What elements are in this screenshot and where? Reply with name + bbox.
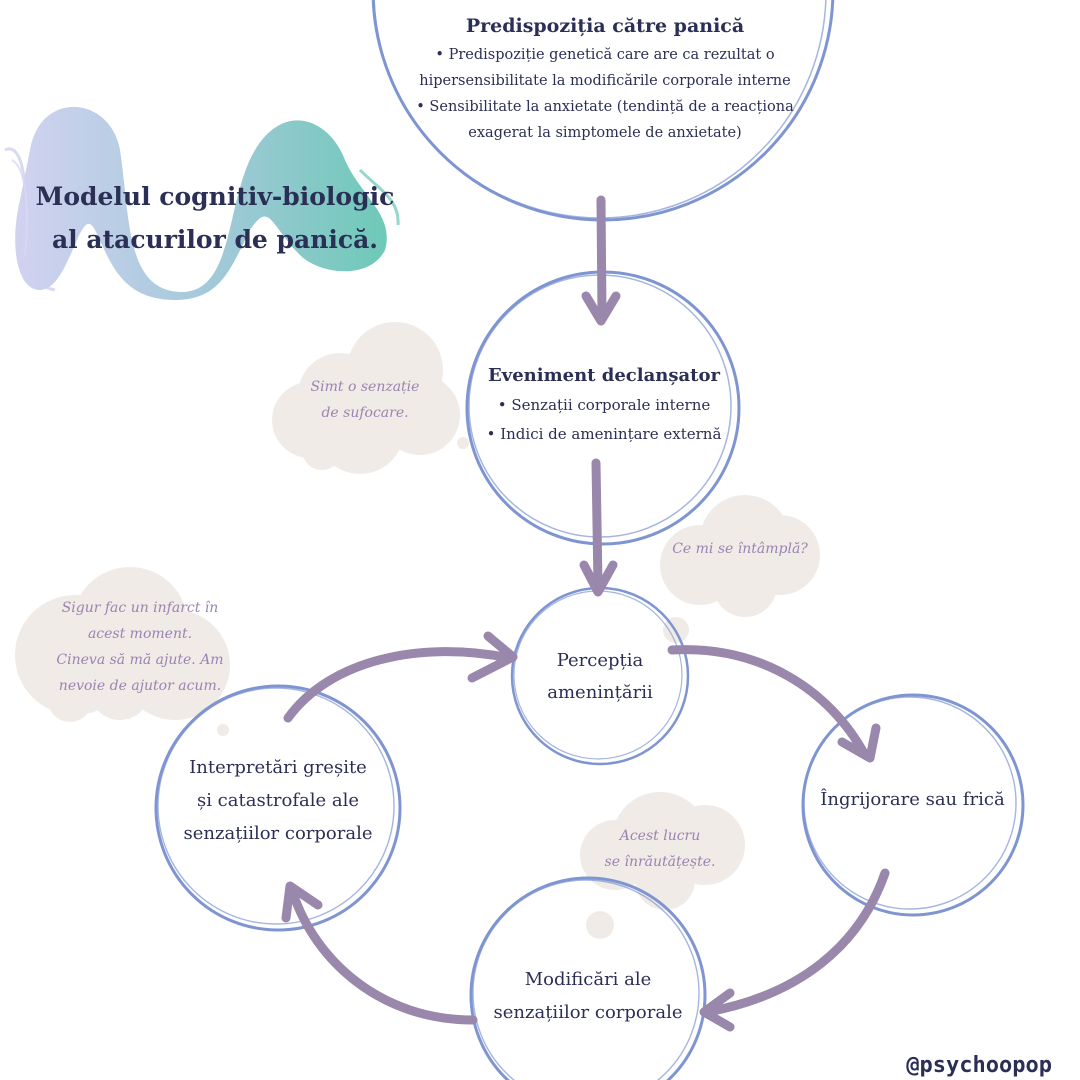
circle-misinterpretation xyxy=(154,684,402,932)
node-trigger: Eveniment declanșator • Senzații corpora… xyxy=(473,362,735,449)
node-trigger-title: Eveniment declanșator xyxy=(488,365,720,386)
node-perception-line: amenințării xyxy=(547,682,653,703)
title-line-2: al atacurilor de panică. xyxy=(51,225,379,254)
thought-line: Ce mi se întâmplă? xyxy=(672,541,808,557)
thought-line: Sigur fac un infarct în xyxy=(61,600,219,616)
diagram-title: Modelul cognitiv-biologic al atacurilor … xyxy=(20,175,410,261)
node-worry-line: Îngrijorare sau frică xyxy=(820,789,1005,810)
circle-bodily-changes xyxy=(469,876,707,1080)
node-perception: Percepția amenințării xyxy=(520,645,680,709)
thought-line: se înrăutățește. xyxy=(604,854,716,870)
arrow-bodily-changes-to-misinterpretation xyxy=(281,881,478,1025)
node-misinterpretation-line: și catastrofale ale xyxy=(196,790,360,811)
thought-suffocation: Simt o senzație de sufocare. xyxy=(285,374,445,426)
thought-cloud-heart-attack xyxy=(15,567,230,736)
thought-whats-happening: Ce mi se întâmplă? xyxy=(655,536,825,562)
thought-line: Cineva să mă ajute. Am xyxy=(56,652,224,668)
thought-line: acest moment. xyxy=(87,626,193,642)
node-bodily-changes: Modificări ale senzațiilor corporale xyxy=(470,963,706,1029)
arrow-perception-to-worry xyxy=(667,645,881,763)
arrow-misinterpretation-to-perception xyxy=(283,631,518,723)
title-line-1: Modelul cognitiv-biologic xyxy=(35,182,395,211)
arrow-trigger-to-perception xyxy=(579,458,618,597)
node-trigger-line: • Indici de amenințare externă xyxy=(486,425,722,443)
arrow-predisposition-to-trigger xyxy=(581,195,621,326)
author-handle: @psychoopop xyxy=(906,1053,1052,1078)
node-predisposition-line: exagerat la simptomele de anxietate) xyxy=(468,125,742,141)
circle-worry xyxy=(801,693,1025,917)
node-predisposition-line: • Predispoziție genetică care are ca rez… xyxy=(435,47,775,63)
node-worry: Îngrijorare sau frică xyxy=(805,785,1020,815)
thought-line: Simt o senzație xyxy=(310,379,420,395)
thought-line: Acest lucru xyxy=(619,828,701,844)
thought-heart-attack: Sigur fac un infarct în acest moment. Ci… xyxy=(30,595,250,699)
node-predisposition-line: • Sensibilitate la anxietate (tendință d… xyxy=(416,99,794,115)
thought-cloud-getting-worse xyxy=(580,792,745,939)
node-misinterpretation: Interpretări greșite și catastrofale ale… xyxy=(160,751,396,850)
thought-getting-worse: Acest lucru se înrăutățește. xyxy=(585,823,735,875)
arrow-worry-to-bodily-changes xyxy=(699,868,890,1032)
thought-line: de sufocare. xyxy=(321,405,409,421)
node-predisposition: Predispoziția către panică • Predispoziț… xyxy=(395,12,815,146)
node-perception-line: Percepția xyxy=(556,650,644,671)
node-predisposition-line: hipersensibilitate la modificările corpo… xyxy=(419,73,791,89)
node-bodily-changes-line: senzațiilor corporale xyxy=(493,1002,683,1023)
node-predisposition-title: Predispoziția către panică xyxy=(465,15,745,37)
node-misinterpretation-line: senzațiilor corporale xyxy=(183,823,373,844)
node-trigger-line: • Senzații corporale interne xyxy=(497,396,711,414)
title-brush-blob xyxy=(4,106,400,300)
node-misinterpretation-line: Interpretări greșite xyxy=(189,757,367,778)
thought-line: nevoie de ajutor acum. xyxy=(58,678,222,694)
node-bodily-changes-line: Modificări ale xyxy=(524,969,652,990)
thought-cloud-suffocation xyxy=(272,322,469,474)
